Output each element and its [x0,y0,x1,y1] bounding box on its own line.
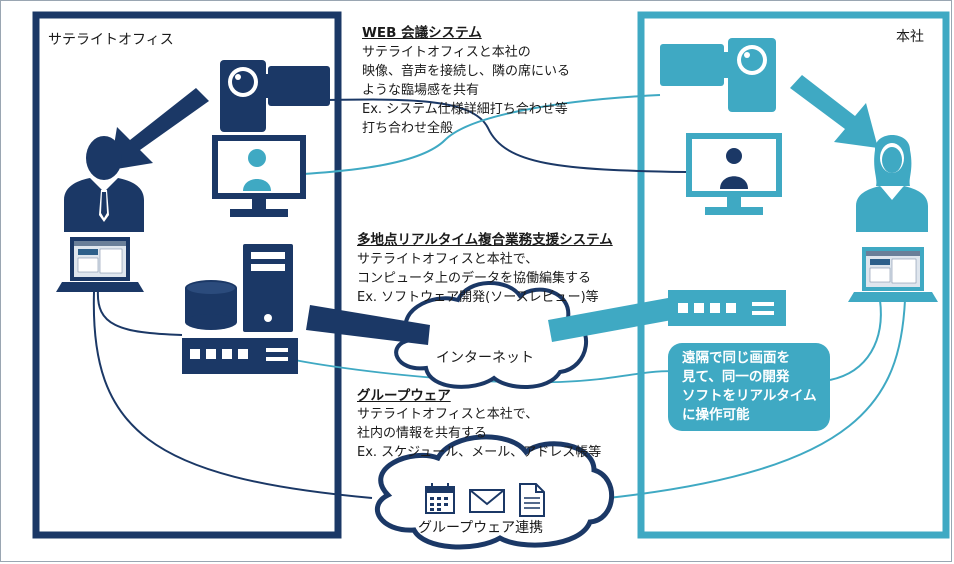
multisite-description: サテライトオフィスと本社で、 コンピュータ上のデータを協働編集する Ex. ソフ… [357,250,599,307]
groupware-line: 社内の情報を共有する [357,426,488,441]
web-conference-line: Ex. システム仕様詳細打ち合わせ等 [362,102,568,117]
mail-icon [469,489,505,513]
web-conference-line: サテライトオフィスと本社の [362,45,531,60]
satellite-monitor-icon [212,135,306,217]
satellite-camera-arrow [110,88,209,170]
groupware-description: サテライトオフィスと本社で、 社内の情報を共有する Ex. スケジュール、メール… [357,405,601,462]
multisite-line: Ex. ソフトウェア開発(ソースレビュー)等 [357,290,599,305]
headquarters-panel [637,11,950,539]
groupware-line: Ex. スケジュール、メール、アドレス帳等 [357,445,602,460]
multisite-line: コンピュータ上のデータを協働編集する [357,271,592,286]
hq-laptop-icon [848,247,938,302]
satellite-server-icon [243,244,293,332]
laptop-to-switch-line [96,289,183,336]
groupware-cloud-label: グループウェア連携 [418,520,544,536]
realtime-callout: 遠隔で同じ画面を 見て、同一の開発 ソフトをリアルタイム に操作可能 [668,343,830,431]
camera-to-hq-monitor-line [269,98,687,173]
hq-switch-icon [668,290,786,326]
hq-camera-arrow [790,75,878,148]
headquarters-label: 本社 [896,29,924,45]
hq-laptop-to-callout-line [829,299,882,381]
document-icon [519,483,545,517]
multisite-title: 多地点リアルタイム複合業務支援システム [357,232,613,248]
satellite-office-label: サテライトオフィス [48,32,174,48]
hq-to-internet-connector [548,298,672,342]
callout-line: 遠隔で同じ画面を [682,350,790,366]
web-conference-description: サテライトオフィスと本社の 映像、音声を接続し、隣の席にいる ような臨場感を共有… [362,43,570,138]
satellite-database-icon [185,280,237,330]
hq-video-camera-icon [660,38,776,112]
satellite-switch-icon [182,338,298,374]
satellite-office-panel [32,11,342,539]
web-conference-line: 打ち合わせ全般 [362,121,454,136]
hq-laptop-to-groupware-line [607,299,906,499]
groupware-title: グループウェア [357,388,451,404]
callout-line: ソフトをリアルタイム [682,388,817,404]
web-conference-title: WEB 会議システム [362,25,482,41]
satellite-to-internet-connector [306,305,430,345]
web-conference-line: ような臨場感を共有 [362,83,480,98]
hq-businesswoman-icon [856,135,928,232]
satellite-video-camera-icon [220,60,330,132]
groupware-line: サテライトオフィスと本社で、 [357,407,539,422]
internet-cloud [394,281,589,389]
internet-label: インターネット [436,350,534,366]
multisite-line: サテライトオフィスと本社で、 [357,252,539,267]
satellite-businessman-icon [64,136,144,232]
satellite-laptop-icon [56,237,144,292]
calendar-icon [425,483,455,514]
laptop-to-groupware-line [92,291,373,499]
callout-line: 見て、同一の開発 [682,369,790,385]
callout-line: に操作可能 [682,407,750,423]
hq-camera-to-satellite-monitor-line [269,94,661,177]
hq-monitor-icon [686,133,782,215]
web-conference-line: 映像、音声を接続し、隣の席にいる [362,64,571,79]
